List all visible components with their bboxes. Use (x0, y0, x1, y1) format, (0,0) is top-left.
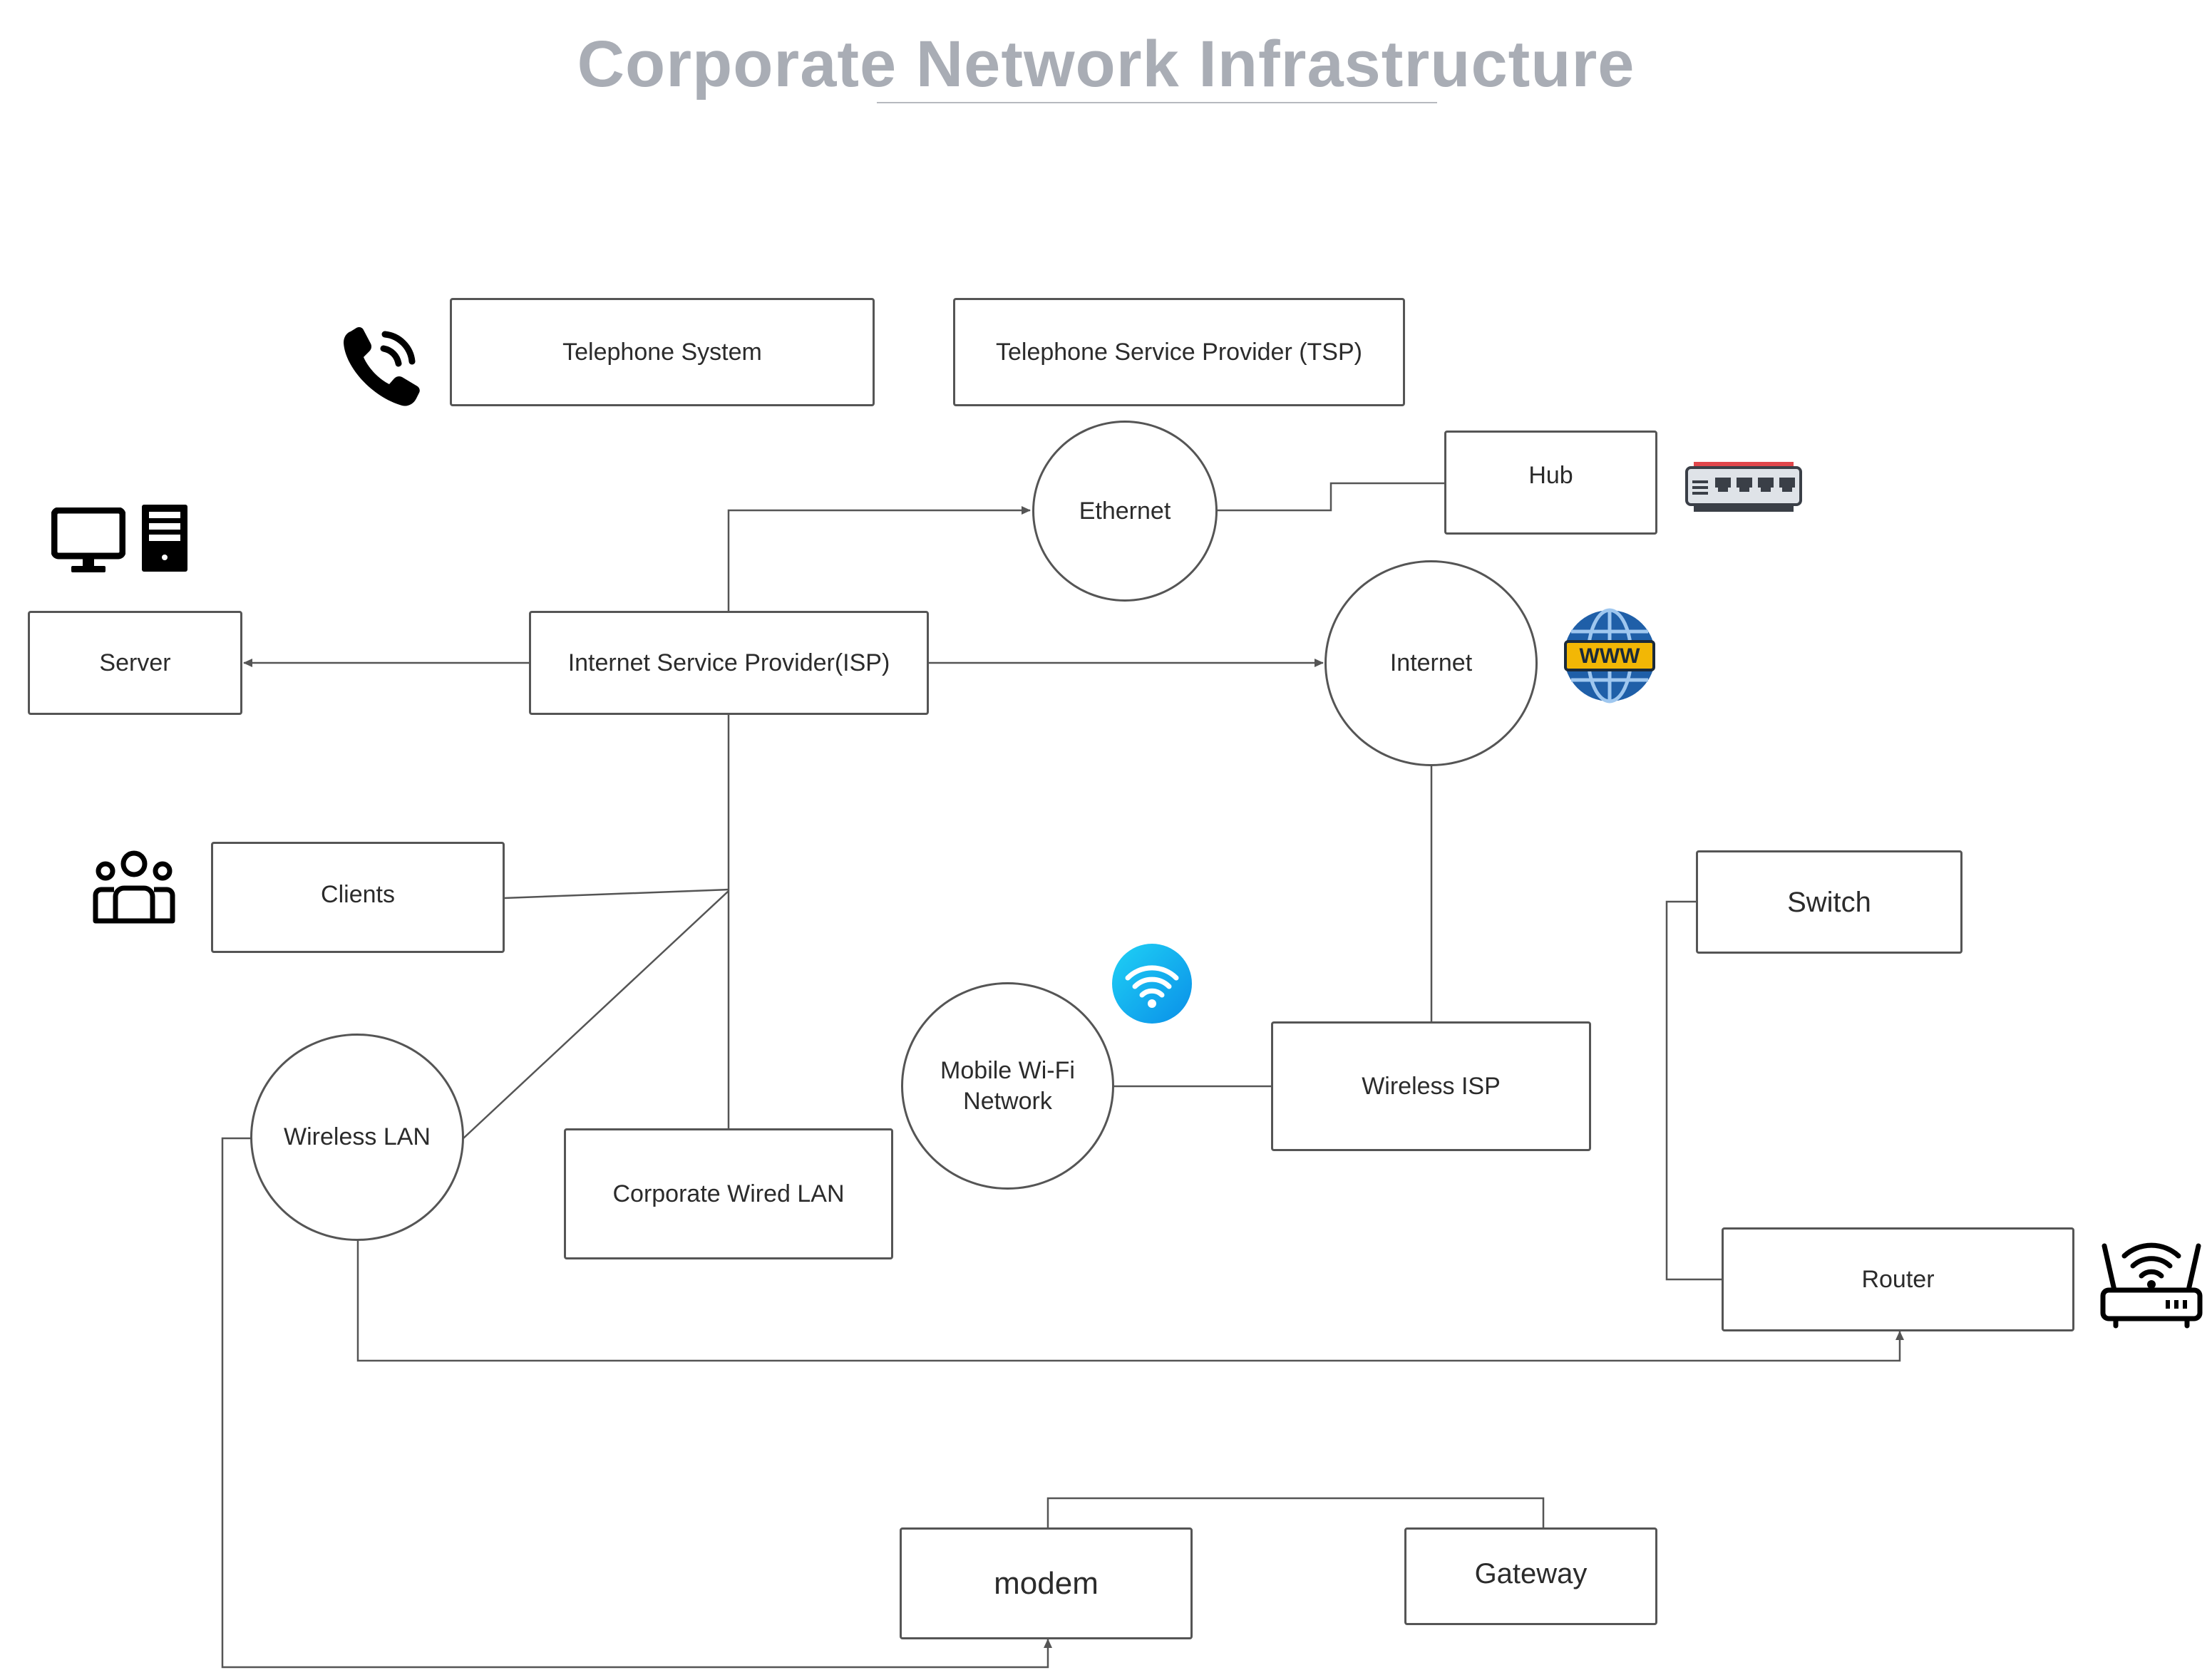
edge-switch-router (1665, 900, 1722, 1281)
node-label: Ethernet (1079, 497, 1171, 525)
edge-wlan-modem (221, 1137, 1052, 1669)
node-tsp[interactable]: Telephone Service Provider (TSP) (953, 298, 1405, 406)
wifi-icon (1112, 944, 1192, 1024)
node-label: Hub (1528, 461, 1573, 489)
page-title: Corporate Network Infrastructure (577, 28, 1635, 101)
node-switch[interactable]: Switch (1696, 850, 1962, 954)
edge-ethernet-hub (1217, 482, 1446, 512)
node-label: Clients (321, 880, 395, 908)
www-label: WWW (1580, 644, 1641, 668)
node-label: modem (994, 1566, 1099, 1601)
node-label: Gateway (1474, 1557, 1588, 1589)
node-label: Mobile Wi-Fi Network (940, 1057, 1075, 1115)
node-label: Corporate Wired LAN (612, 1180, 845, 1207)
node-ethernet[interactable]: Ethernet (1032, 421, 1218, 602)
node-corporate-wired-lan[interactable]: Corporate Wired LAN (564, 1128, 893, 1259)
node-label: Internet (1389, 649, 1473, 677)
node-label: Switch (1787, 886, 1871, 918)
edge-clients-trunk (503, 888, 729, 900)
monitor-icon (51, 507, 125, 572)
node-hub[interactable]: Hub (1444, 431, 1657, 535)
phone-icon (344, 327, 420, 406)
node-router[interactable]: Router (1722, 1227, 2074, 1331)
node-mobile-wifi[interactable]: Mobile Wi-Fi Network (901, 982, 1114, 1190)
node-label: Wireless LAN (284, 1123, 431, 1151)
server-tower-icon (142, 505, 187, 572)
node-modem[interactable]: modem (900, 1527, 1193, 1639)
wifi-router-icon (2100, 1242, 2203, 1329)
node-label: Telephone System (562, 338, 762, 366)
node-label: Internet Service Provider(ISP) (567, 649, 890, 676)
node-internet[interactable]: Internet (1324, 560, 1538, 766)
edge-isp-ethernet (727, 506, 1031, 612)
node-server[interactable]: Server (28, 611, 242, 715)
network-hub-icon (1685, 462, 1802, 512)
node-label: Server (99, 649, 171, 676)
node-wireless-isp[interactable]: Wireless ISP (1271, 1021, 1591, 1151)
node-isp[interactable]: Internet Service Provider(ISP) (529, 611, 929, 715)
edge-wlan-trunk (463, 890, 729, 1139)
node-label: Wireless ISP (1362, 1072, 1501, 1100)
users-group-icon (93, 850, 175, 924)
node-label: Router (1861, 1265, 1935, 1293)
node-wireless-lan[interactable]: Wireless LAN (250, 1034, 464, 1241)
www-globe-icon: WWW (1564, 608, 1655, 704)
node-telephone-system[interactable]: Telephone System (450, 298, 875, 406)
edge-wlan-router (356, 1240, 1904, 1362)
node-gateway[interactable]: Gateway (1404, 1527, 1657, 1625)
edge-modem-gateway (1046, 1497, 1545, 1529)
node-clients[interactable]: Clients (211, 842, 505, 953)
title-underline (877, 102, 1437, 103)
node-label: Telephone Service Provider (TSP) (995, 338, 1362, 366)
